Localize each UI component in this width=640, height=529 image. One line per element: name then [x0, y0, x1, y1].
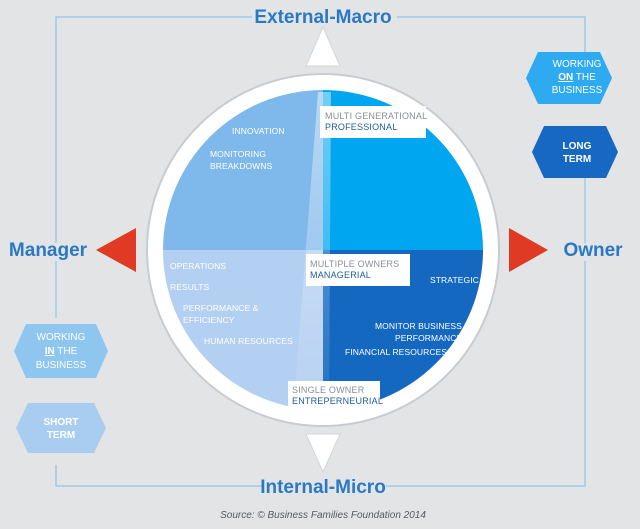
quadrant-label: BREAKDOWNS	[210, 161, 273, 171]
quadrant-label: HUMAN RESOURCES	[204, 336, 293, 346]
svg-text:WORKING: WORKING	[553, 59, 602, 70]
growth-wedge	[294, 92, 331, 410]
quadrant-label: PERFORMANCE	[395, 333, 462, 343]
hexagon-working-on-business: WORKING ON THE BUSINESS	[526, 52, 612, 104]
left-arrow-icon	[96, 228, 136, 272]
svg-text:MULTIPLE OWNERS: MULTIPLE OWNERS	[310, 259, 399, 269]
axis-label-bottom: Internal-Micro	[260, 477, 386, 498]
svg-text:MANAGERIAL: MANAGERIAL	[310, 270, 371, 280]
svg-text:ENTREPERNEURIAL: ENTREPERNEURIAL	[292, 396, 383, 406]
hexagon-working-in-business: WORKING IN THE BUSINESS	[14, 324, 108, 378]
quadrant-label: MONITOR BUSINESS	[375, 321, 462, 331]
quadrant-top-left	[163, 90, 323, 250]
svg-text:BUSINESS: BUSINESS	[36, 360, 87, 371]
quadrant-label: EFFICIENCY	[183, 315, 235, 325]
svg-text:BUSINESS: BUSINESS	[552, 85, 603, 96]
ownership-box-multiple-owners: MULTIPLE OWNERS MANAGERIAL	[306, 254, 410, 286]
svg-text:LONG: LONG	[563, 141, 592, 152]
svg-text:ON THE: ON THE	[558, 72, 596, 83]
svg-text:WORKING: WORKING	[37, 332, 86, 343]
svg-text:SINGLE OWNER: SINGLE OWNER	[292, 385, 365, 395]
frame-lines	[55, 16, 586, 487]
axis-label-right: Owner	[563, 240, 623, 261]
svg-text:TERM: TERM	[47, 430, 75, 441]
axis-label-left: Manager	[9, 240, 88, 261]
quadrant-bottom-left	[163, 250, 323, 410]
svg-text:PROFESSIONAL: PROFESSIONAL	[325, 122, 397, 132]
quadrant-label: FINANCIAL RESOURCES	[345, 347, 447, 357]
quadrant-label: STRATEGIC	[430, 275, 479, 285]
quadrant-label: PERFORMANCE &	[183, 303, 259, 313]
hexagon-short-term: SHORT TERM	[16, 403, 106, 453]
ownership-box-multi-generational: MULTI GENERATIONAL PROFESSIONAL	[320, 106, 427, 138]
quadrant-label: RESULTS	[170, 282, 210, 292]
right-arrow-icon	[509, 228, 548, 272]
quadrant-bottom-right	[323, 250, 483, 410]
ownership-box-single-owner: SINGLE OWNER ENTREPERNEURIAL	[288, 381, 383, 410]
svg-text:MULTI GENERATIONAL: MULTI GENERATIONAL	[325, 111, 427, 121]
svg-text:IN THE: IN THE	[45, 346, 78, 357]
axis-label-top: External-Macro	[254, 7, 391, 28]
svg-text:SHORT: SHORT	[44, 417, 79, 428]
quadrant-label: INNOVATION	[232, 126, 285, 136]
svg-text:TERM: TERM	[563, 154, 591, 165]
bottom-pointer-icon	[305, 433, 341, 474]
source-caption: Source: © Business Families Foundation 2…	[220, 510, 426, 521]
quadrant-label: MONITORING	[210, 149, 266, 159]
top-pointer-icon	[305, 25, 341, 67]
quadrant-label: OPERATIONS	[170, 261, 226, 271]
hexagon-long-term: LONG TERM	[532, 126, 618, 178]
